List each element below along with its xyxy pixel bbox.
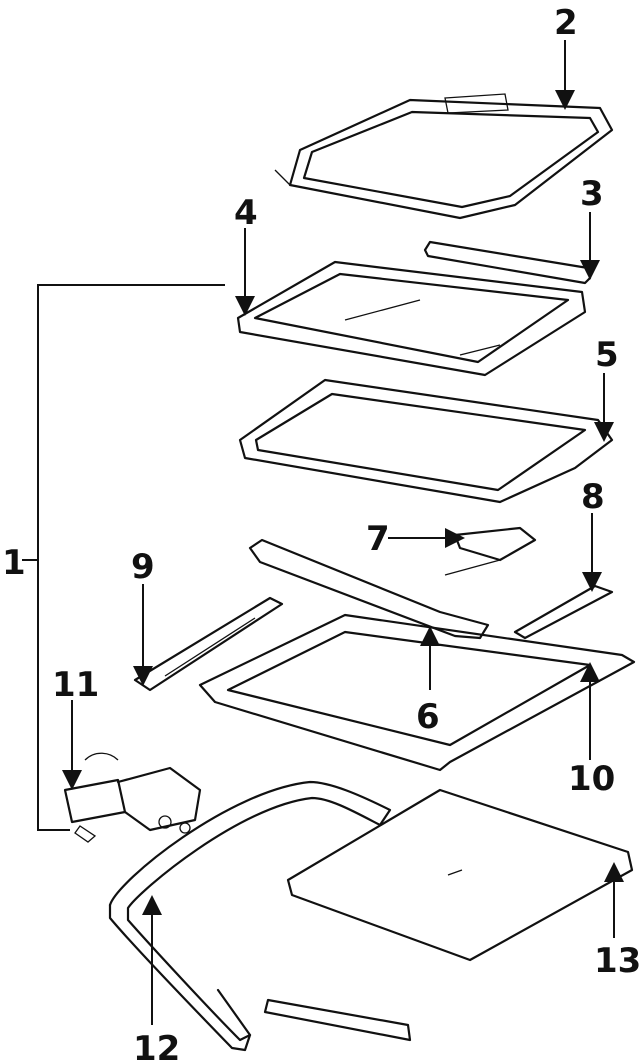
part-11-motor	[63, 752, 202, 843]
callout-4: 4	[234, 193, 258, 233]
assembly-bracket	[22, 284, 225, 831]
callout-12: 12	[133, 1029, 180, 1064]
leader-lines	[62, 40, 624, 1025]
part-7-bracket	[444, 526, 537, 576]
callout-1: 1	[2, 543, 26, 583]
part-5-seal-frame	[238, 378, 614, 504]
callout-8: 8	[581, 477, 605, 517]
callout-7: 7	[366, 519, 390, 559]
callout-labels: 1 2 3 4 5 6 7 8 9 10 11 12 13	[2, 3, 640, 1064]
callout-10: 10	[568, 759, 615, 799]
callout-11: 11	[52, 665, 99, 705]
callout-9: 9	[131, 547, 155, 587]
callout-3: 3	[580, 174, 604, 214]
part-12-seal-ring	[108, 780, 412, 1052]
part-13-panel	[286, 788, 634, 962]
part-8-rail	[513, 584, 614, 640]
callout-6: 6	[416, 697, 440, 737]
part-10-base-frame	[198, 613, 636, 772]
callout-5: 5	[595, 335, 619, 375]
part-2-top-frame	[274, 93, 614, 220]
callout-13: 13	[594, 941, 640, 981]
callout-2: 2	[554, 3, 578, 43]
part-9-slide	[133, 596, 284, 692]
part-4-glass-panel	[236, 260, 587, 377]
part-6-deflector	[248, 538, 490, 640]
